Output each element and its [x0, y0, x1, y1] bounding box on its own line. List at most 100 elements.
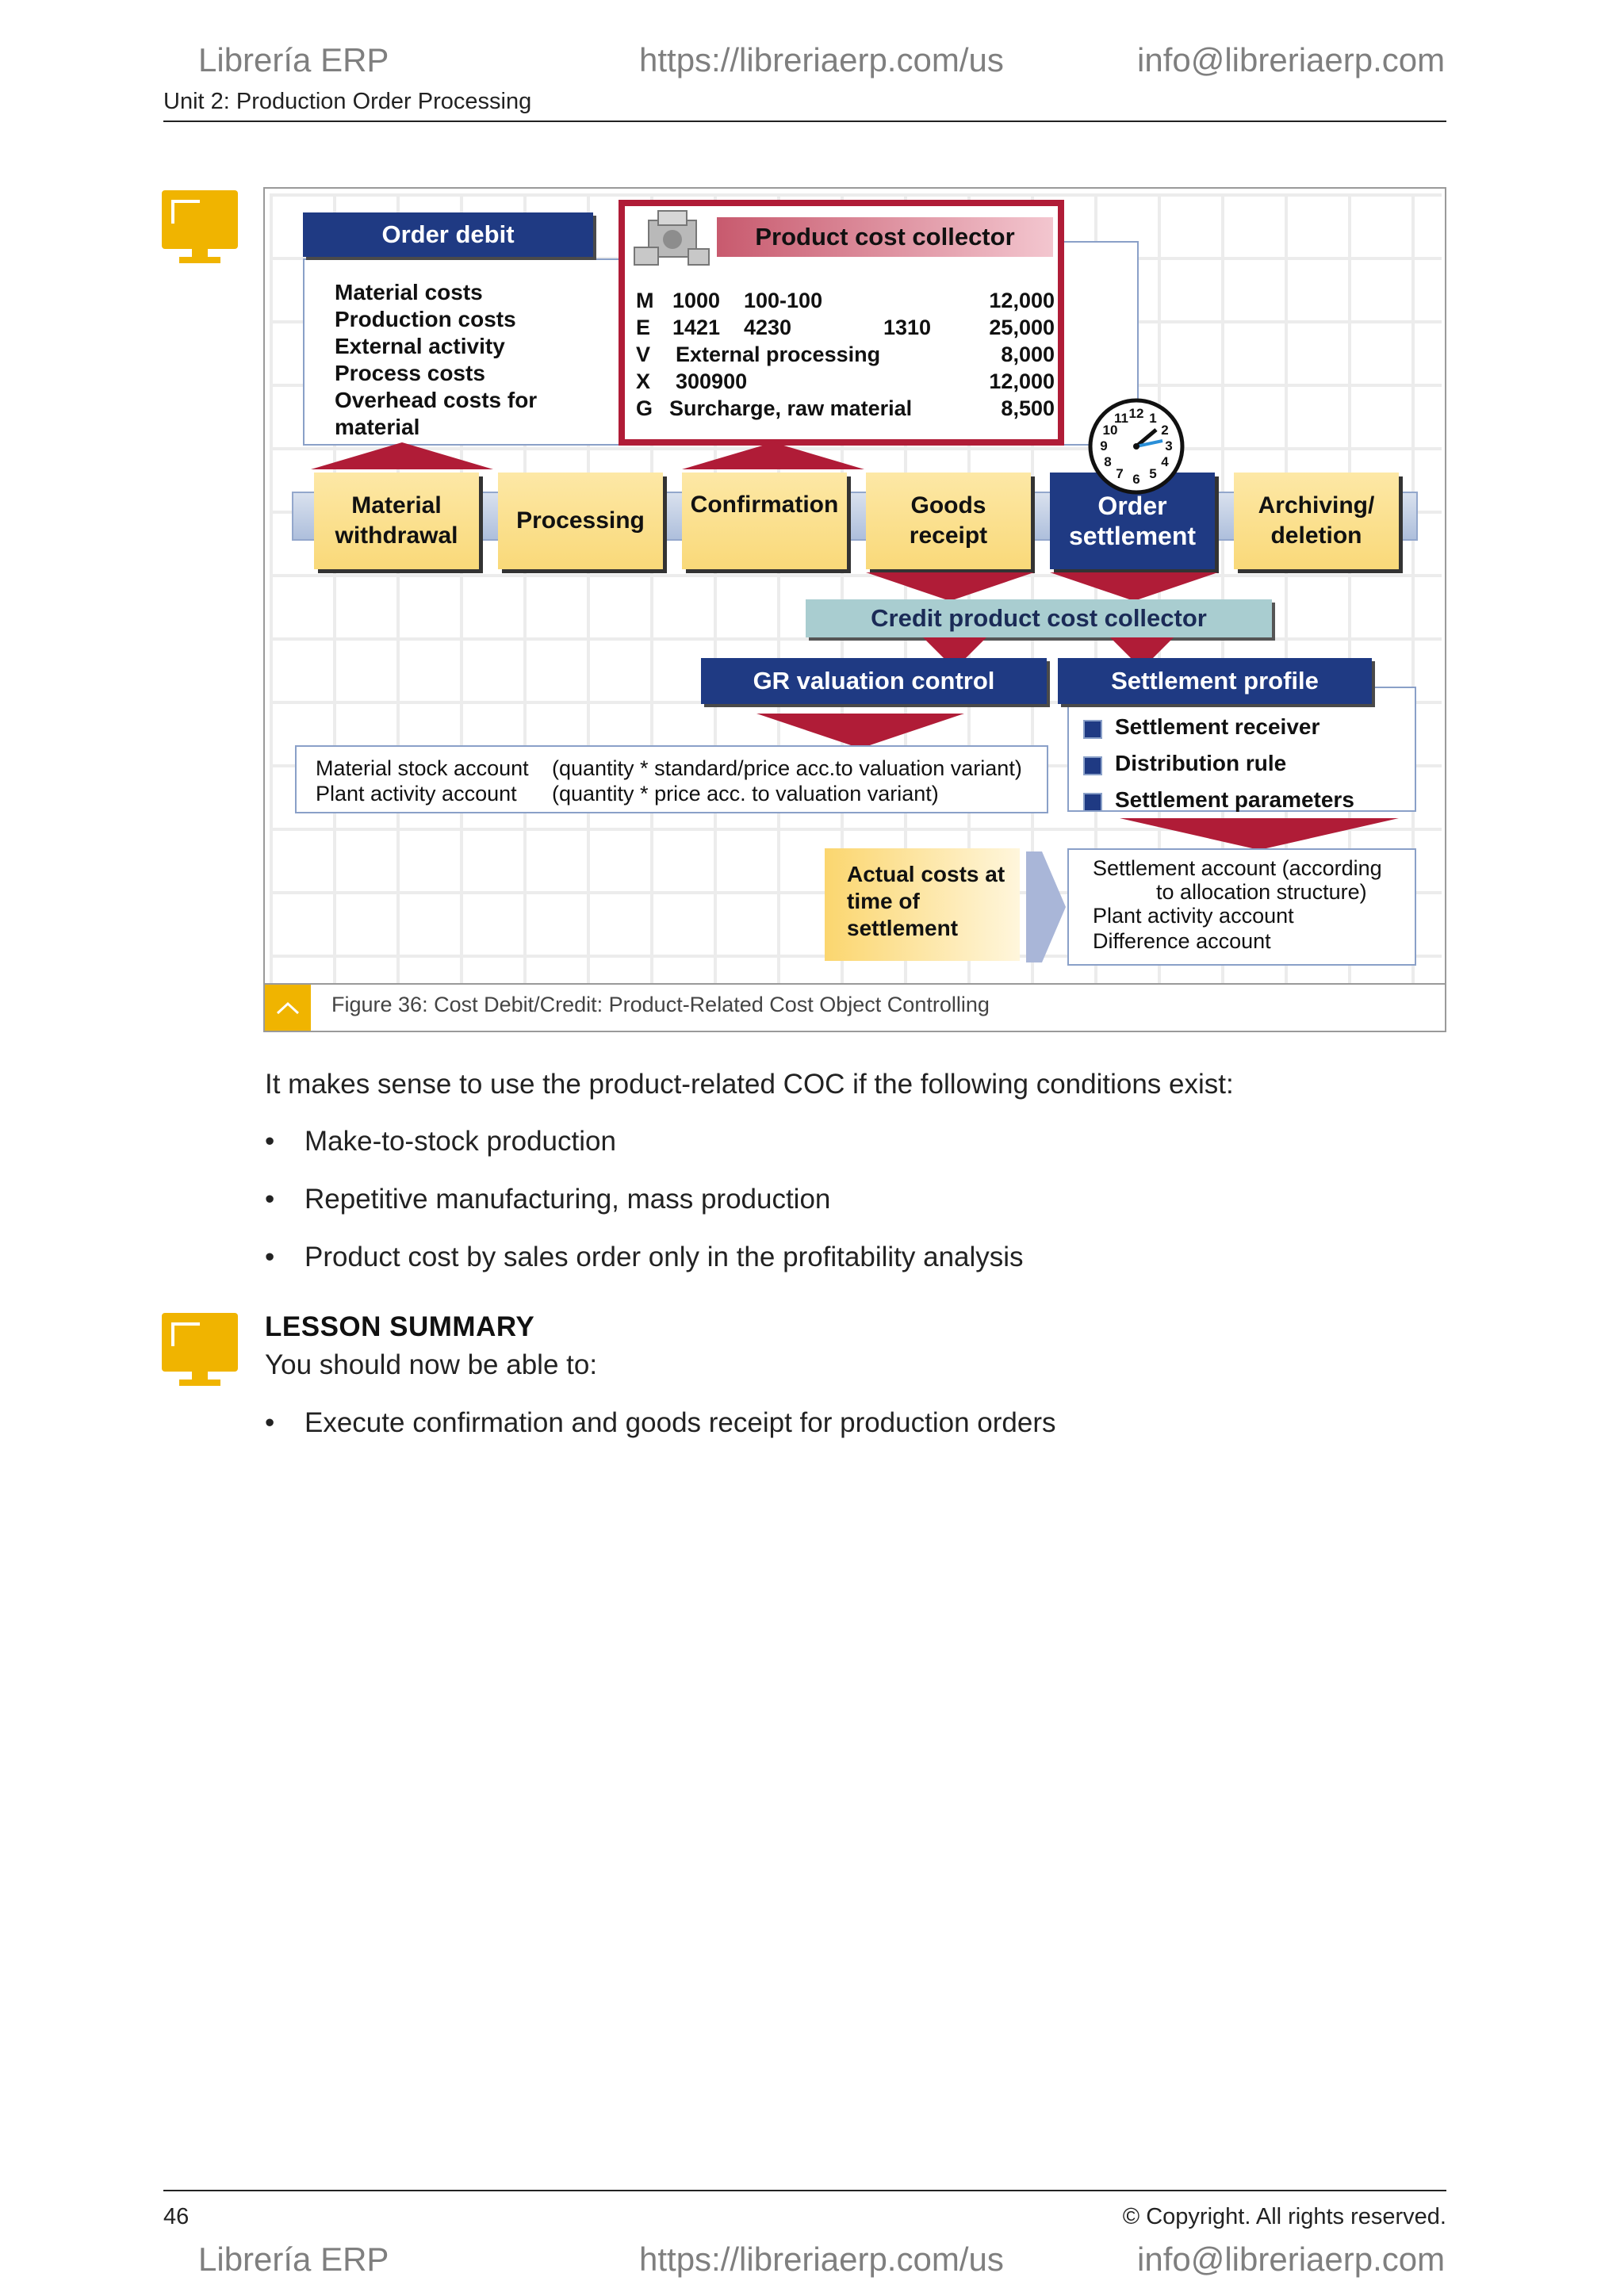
actual-costs-line: time of	[847, 889, 920, 913]
clock-numeral: 9	[1100, 438, 1107, 453]
chevron-up-icon	[276, 1001, 300, 1015]
clock-numeral: 10	[1103, 423, 1118, 438]
bullet-text: Make-to-stock production	[304, 1126, 616, 1157]
account-rule: (quantity * price acc. to valuation vari…	[552, 782, 939, 806]
step-label: Goods	[910, 492, 986, 519]
bullet-dot: •	[265, 1242, 275, 1272]
clock-numeral: 1	[1149, 411, 1156, 426]
clock-numeral: 3	[1165, 438, 1172, 453]
collector-col-a: 1000	[672, 289, 721, 312]
footer-url[interactable]: https://libreriaerp.com/us	[639, 2241, 1004, 2278]
collector-code: G	[636, 396, 653, 420]
order-debit-item: Material costs	[335, 280, 483, 304]
step-label: Confirmation	[690, 492, 839, 518]
clock-numeral: 5	[1149, 466, 1156, 481]
settlement-profile-item: Distribution rule	[1083, 745, 1354, 782]
header-rule	[163, 121, 1446, 122]
figure-caption: Figure 36: Cost Debit/Credit: Product-Re…	[331, 993, 990, 1016]
clock-numeral: 4	[1161, 454, 1169, 469]
credit-arrow-down-icon	[866, 572, 1034, 601]
arrow-down-icon	[1120, 818, 1399, 850]
settlement-profile-item: Settlement parameters	[1083, 782, 1354, 818]
footer-email[interactable]: info@libreriaerp.com	[1137, 2241, 1446, 2278]
collapse-toggle[interactable]	[265, 985, 311, 1031]
collector-col-b: 4230	[744, 316, 792, 339]
clock-icon: 12 1 2 3 4 5 6 7 8 9 10 11	[1088, 398, 1185, 495]
page-number: 46	[163, 2204, 190, 2229]
step-label: Material	[351, 492, 442, 519]
step-label: Archiving/	[1258, 492, 1375, 519]
unit-title: Unit 2: Production Order Processing	[163, 89, 532, 114]
collector-row: X 300900 12,000	[636, 369, 1055, 396]
credit-arrow-down-icon	[1050, 572, 1218, 601]
collector-col-a: 300900	[676, 369, 748, 393]
bullet-text: Execute confirmation and goods receipt f…	[304, 1407, 1056, 1438]
account-name: Plant activity account	[316, 782, 517, 806]
clock-numeral: 6	[1132, 472, 1139, 487]
step-processing[interactable]: Processing	[498, 473, 663, 569]
bullet-dot: •	[265, 1126, 275, 1157]
settlement-profile-list: Settlement receiver Distribution rule Se…	[1083, 709, 1354, 818]
order-debit-item: Overhead costs for	[335, 388, 538, 412]
step-label: Processing	[516, 507, 645, 534]
clock-numeral: 12	[1129, 406, 1144, 421]
collector-amount: 8,500	[1001, 396, 1055, 420]
debit-arrow-up-icon	[682, 442, 864, 469]
credit-product-cost-collector: Credit product cost collector	[806, 599, 1272, 637]
step-label: Order	[1097, 492, 1167, 520]
collector-amount: 12,000	[989, 369, 1055, 393]
settlement-account-line: Difference account	[1093, 929, 1271, 953]
settlement-profile-title: Settlement profile	[1058, 658, 1372, 704]
step-confirmation[interactable]: Confirmation	[682, 473, 847, 569]
product-cost-collector: Product cost collector M 1000 100-100 12…	[619, 200, 1064, 446]
actual-costs-box: Actual costs at time of settlement	[825, 848, 1020, 961]
footer-rule	[163, 2190, 1446, 2191]
bullet-text: Repetitive manufacturing, mass productio…	[304, 1184, 831, 1215]
bullet-text: Product cost by sales order only in the …	[304, 1242, 1024, 1272]
square-bullet-icon	[1083, 793, 1102, 812]
order-debit-title: Order debit	[303, 212, 593, 257]
collector-row: E 1421 4230 1310 25,000	[636, 316, 1055, 342]
square-bullet-icon	[1083, 756, 1102, 775]
header-email[interactable]: info@libreriaerp.com	[1137, 41, 1446, 78]
settlement-profile-item: Settlement receiver	[1083, 709, 1354, 745]
settlement-account-line: Settlement account (according	[1093, 856, 1382, 880]
machine-part-icon	[634, 210, 710, 266]
actual-costs-line: settlement	[847, 916, 959, 940]
arrow-down-icon	[1110, 637, 1174, 669]
collector-amount: 25,000	[989, 316, 1055, 339]
collector-col-a: 1421	[672, 316, 721, 339]
lesson-summary-intro: You should now be able to:	[265, 1349, 598, 1380]
collector-col-b: 100-100	[744, 289, 823, 312]
order-debit-item: Process costs	[335, 361, 485, 385]
order-debit-item: material	[335, 415, 420, 439]
settlement-profile-panel: Settlement receiver Distribution rule Se…	[1067, 687, 1416, 812]
collector-row: G Surcharge, raw material 8,500	[636, 396, 1055, 423]
collector-amount: 8,000	[1001, 342, 1055, 366]
product-cost-collector-title: Product cost collector	[717, 217, 1053, 257]
settlement-account-line: Plant activity account	[1093, 904, 1294, 928]
step-label: settlement	[1068, 522, 1197, 550]
step-archiving-deletion[interactable]: Archiving/deletion	[1234, 473, 1399, 569]
clock-numeral: 8	[1104, 454, 1111, 469]
settlement-account-line: to allocation structure)	[1156, 880, 1367, 904]
chevron-right-icon	[1026, 851, 1066, 962]
settlement-accounts-panel: Settlement account (according to allocat…	[1067, 848, 1416, 966]
header-brand: Librería ERP	[198, 41, 389, 78]
bullet-dot: •	[265, 1184, 275, 1215]
clock-numeral: 2	[1161, 423, 1168, 438]
bullet-item: • Product cost by sales order only in th…	[265, 1242, 1375, 1275]
footer-brand: Librería ERP	[198, 2241, 389, 2278]
collector-code: E	[636, 316, 651, 339]
arrow-down-icon	[756, 714, 964, 748]
collector-code: M	[636, 289, 654, 312]
clock-numeral: 7	[1116, 466, 1123, 481]
gr-valuation-control: GR valuation control	[701, 658, 1047, 704]
header-url[interactable]: https://libreriaerp.com/us	[639, 41, 1004, 78]
account-rule: (quantity * standard/price acc.to valuat…	[552, 756, 1022, 780]
copyright: © Copyright. All rights reserved.	[1122, 2204, 1446, 2229]
intro-paragraph: It makes sense to use the product-relate…	[265, 1069, 1234, 1100]
order-debit-item: Production costs	[335, 307, 516, 331]
